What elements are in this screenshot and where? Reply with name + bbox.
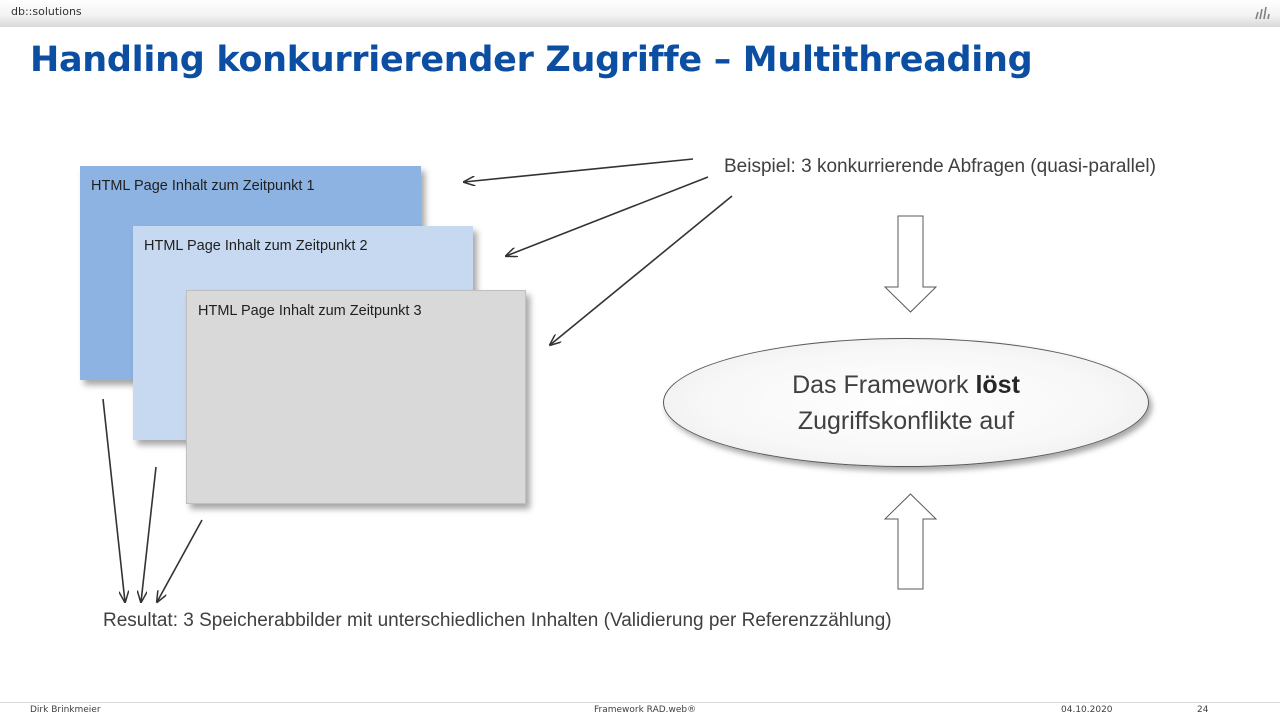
arrow-to-page-2 — [506, 176, 709, 256]
footer-author: Dirk Brinkmeier — [30, 705, 101, 715]
arrow-page-3-to-result — [157, 519, 203, 602]
arrow-page-2-to-result — [141, 466, 157, 602]
footer-page-number: 24 — [1197, 705, 1209, 715]
framework-line-2: Zugriffskonflikte auf — [797, 406, 1015, 435]
footer-date: 04.10.2020 — [1061, 705, 1113, 715]
brand-name: db::solutions — [11, 5, 82, 18]
arrow-to-page-3 — [550, 195, 733, 345]
slide-title: Handling konkurrierender Zugriffe – Mult… — [30, 40, 1033, 80]
framework-ellipse: Das Framework löst Zugriffskonflikte auf — [663, 338, 1149, 467]
example-text: Beispiel: 3 konkurrierende Abfragen (qua… — [724, 156, 1156, 177]
arrow-to-page-1 — [464, 158, 694, 182]
framework-line-1-bold: löst — [975, 370, 1020, 399]
html-page-3: HTML Page Inhalt zum Zeitpunkt 3 — [186, 290, 526, 504]
result-text: Resultat: 3 Speicherabbilder mit untersc… — [103, 610, 892, 631]
framework-line-1: Das Framework löst — [792, 367, 1020, 403]
arrow-page-1-to-result — [102, 398, 125, 602]
block-arrow-down — [883, 215, 938, 313]
framework-line-1-prefix: Das Framework — [792, 370, 976, 399]
bar-chart-icon — [1255, 6, 1270, 20]
block-arrow-up — [883, 493, 938, 590]
footer-product: Framework RAD.web® — [594, 705, 697, 715]
html-page-1-label: HTML Page Inhalt zum Zeitpunkt 1 — [91, 178, 315, 194]
footer-divider — [0, 702, 1280, 703]
header-bar: db::solutions — [0, 0, 1280, 27]
html-page-2-label: HTML Page Inhalt zum Zeitpunkt 2 — [144, 238, 368, 254]
html-page-3-label: HTML Page Inhalt zum Zeitpunkt 3 — [198, 303, 422, 319]
